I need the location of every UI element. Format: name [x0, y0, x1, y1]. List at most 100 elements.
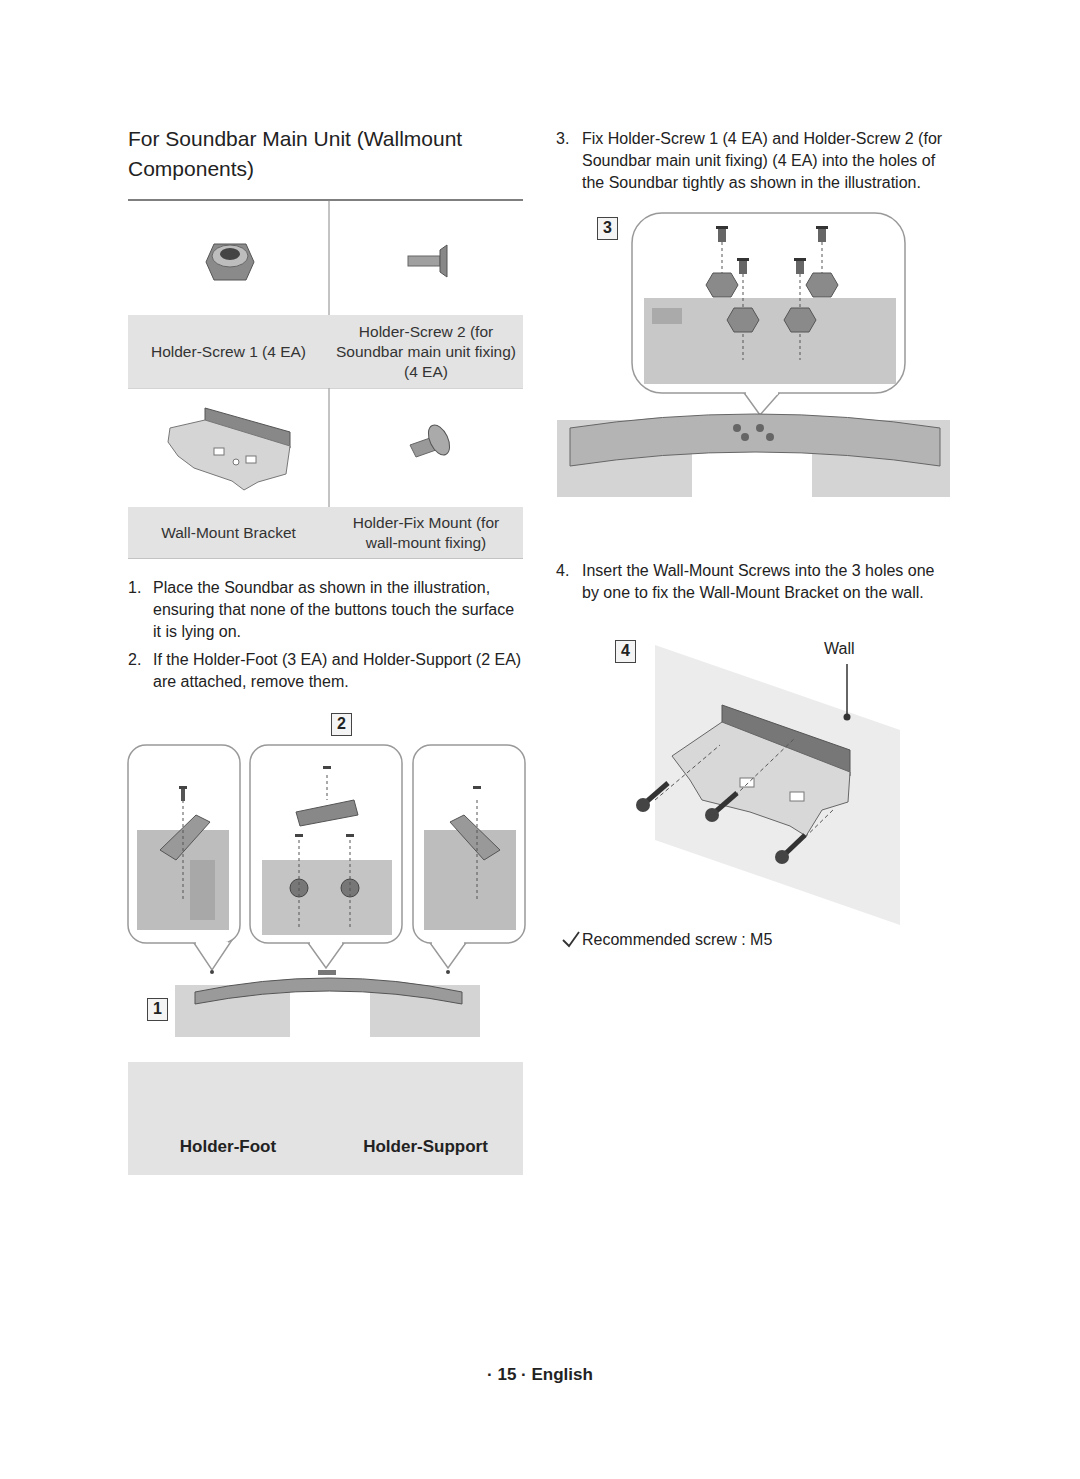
wall-illustration — [705, 808, 719, 822]
callout-panel-right — [413, 745, 525, 943]
callout-panel-right — [428, 940, 468, 968]
holder-screw-1-icon — [212, 245, 248, 267]
wall-mount-bracket-icon — [233, 459, 239, 465]
soundbar-illustration-step3 — [766, 433, 774, 441]
callout-number: 3 — [597, 217, 618, 240]
callout-number-text: 1 — [153, 1000, 162, 1017]
callout-panel-step3 — [742, 390, 782, 415]
soundbar-illustration-step3 — [557, 414, 950, 497]
wall-illustration — [636, 798, 650, 812]
holder-fix-mount-icon — [410, 422, 454, 459]
step-number: 3. — [556, 128, 580, 150]
callout-panel-step3 — [737, 258, 749, 261]
soundbar-illustration — [318, 970, 336, 975]
step-text: Place the Soundbar as shown in the illus… — [153, 577, 525, 643]
callout-panel-step3 — [816, 226, 828, 229]
callout-panel-left — [190, 860, 215, 920]
callout-panel-left — [192, 940, 232, 970]
callout-panel-middle — [299, 840, 300, 930]
callout-panel-step3 — [806, 273, 838, 297]
callout-number: 1 — [147, 998, 168, 1021]
callout-panel-step3 — [716, 226, 728, 229]
wall-mount-bracket-icon — [214, 448, 224, 455]
step-text: If the Holder-Foot (3 EA) and Holder-Sup… — [153, 649, 525, 693]
soundbar-illustration-step3 — [733, 424, 741, 432]
callout-panel-right — [450, 815, 500, 860]
callout-panel-right — [413, 745, 525, 968]
soundbar-illustration — [195, 978, 462, 1004]
note: Recommended screw : M5 — [582, 929, 842, 951]
table-cell: Holder-Screw 2 (for Soundbar main unit f… — [329, 315, 523, 388]
callout-panel-step3 — [727, 308, 759, 332]
callout-panel-step3 — [652, 308, 682, 324]
wall-mount-bracket-icon — [168, 420, 290, 490]
table-rules — [128, 200, 523, 558]
holder-screw-2-icon — [408, 256, 440, 266]
wall-illustration — [775, 850, 789, 864]
callout-number-text: 3 — [603, 219, 612, 236]
step-number: 1. — [128, 577, 152, 599]
callout-panel-right — [473, 786, 481, 789]
callout-panel-step3 — [632, 213, 905, 393]
wall-illustration — [844, 714, 851, 721]
callout-number: 2 — [331, 713, 352, 736]
holder-screw-1-icon — [220, 248, 240, 260]
callout-panel-middle — [310, 942, 342, 945]
soundbar-illustration — [210, 970, 214, 974]
callout-panel-right — [432, 942, 464, 945]
wall-illustration — [672, 722, 850, 836]
wall-illustration — [846, 664, 848, 714]
callout-panel-step3 — [632, 213, 905, 415]
part-name: Holder-Foot — [128, 1136, 328, 1158]
callout-panel-middle — [295, 834, 303, 837]
callout-panel-step3 — [746, 392, 778, 395]
wall-illustration — [655, 745, 720, 800]
step-text: Insert the Wall-Mount Screws into the 3 … — [582, 560, 954, 604]
callout-panel-left — [181, 789, 185, 801]
callout-panel-left — [183, 800, 184, 900]
holder-screw-2-icon — [440, 245, 447, 277]
step-number: 2. — [128, 649, 152, 671]
table-cell: Holder-Screw 1 (4 EA) — [128, 315, 329, 388]
holder-fix-mount-icon — [424, 422, 454, 459]
callout-panel-middle — [250, 745, 402, 968]
table-cell: Holder-Fix Mount (for wall-mount fixing) — [329, 507, 523, 558]
callout-panel-step3 — [644, 298, 896, 384]
check-mark — [563, 932, 579, 946]
callout-panel-left — [179, 786, 187, 789]
wall-mount-bracket-icon — [168, 408, 290, 490]
wall-mount-bracket-icon — [246, 456, 256, 463]
wall-illustration — [714, 793, 737, 813]
callout-panel-left — [128, 745, 240, 943]
callout-panel-step3 — [706, 273, 738, 297]
wall-illustration — [636, 645, 900, 925]
callout-number-text: 4 — [621, 642, 630, 659]
wall-illustration — [645, 783, 668, 803]
callout-number-text: 2 — [337, 715, 346, 732]
callout-panel-right — [477, 800, 478, 900]
holder-screw-1-icon — [206, 244, 254, 280]
step-text: Fix Holder-Screw 1 (4 EA) and Holder-Scr… — [582, 128, 954, 194]
page-title: For Soundbar Main Unit (Wallmount Compon… — [128, 124, 508, 184]
holder-screw-2-icon — [408, 245, 447, 277]
soundbar-illustration-step3 — [756, 424, 764, 432]
table-rules — [128, 199, 523, 201]
wall-illustration — [790, 792, 804, 801]
part-name: Holder-Support — [328, 1136, 523, 1158]
soundbar-illustration — [446, 970, 450, 974]
callout-panel-middle — [250, 745, 402, 943]
callout-panel-step3 — [794, 258, 806, 261]
soundbar-illustration — [175, 970, 480, 1037]
callout-number: 4 — [615, 640, 636, 663]
page-footer: · 15 · English — [340, 1364, 740, 1386]
part-label: Wall — [824, 638, 884, 660]
callout-panel-middle — [306, 940, 346, 968]
callout-panel-left — [128, 745, 240, 970]
step-number: 4. — [556, 560, 580, 582]
wall-illustration — [655, 645, 900, 925]
callout-panel-middle — [327, 775, 328, 800]
parts-panel: Holder-FootHolder-Support — [128, 1062, 523, 1175]
wall-illustration — [784, 835, 805, 855]
